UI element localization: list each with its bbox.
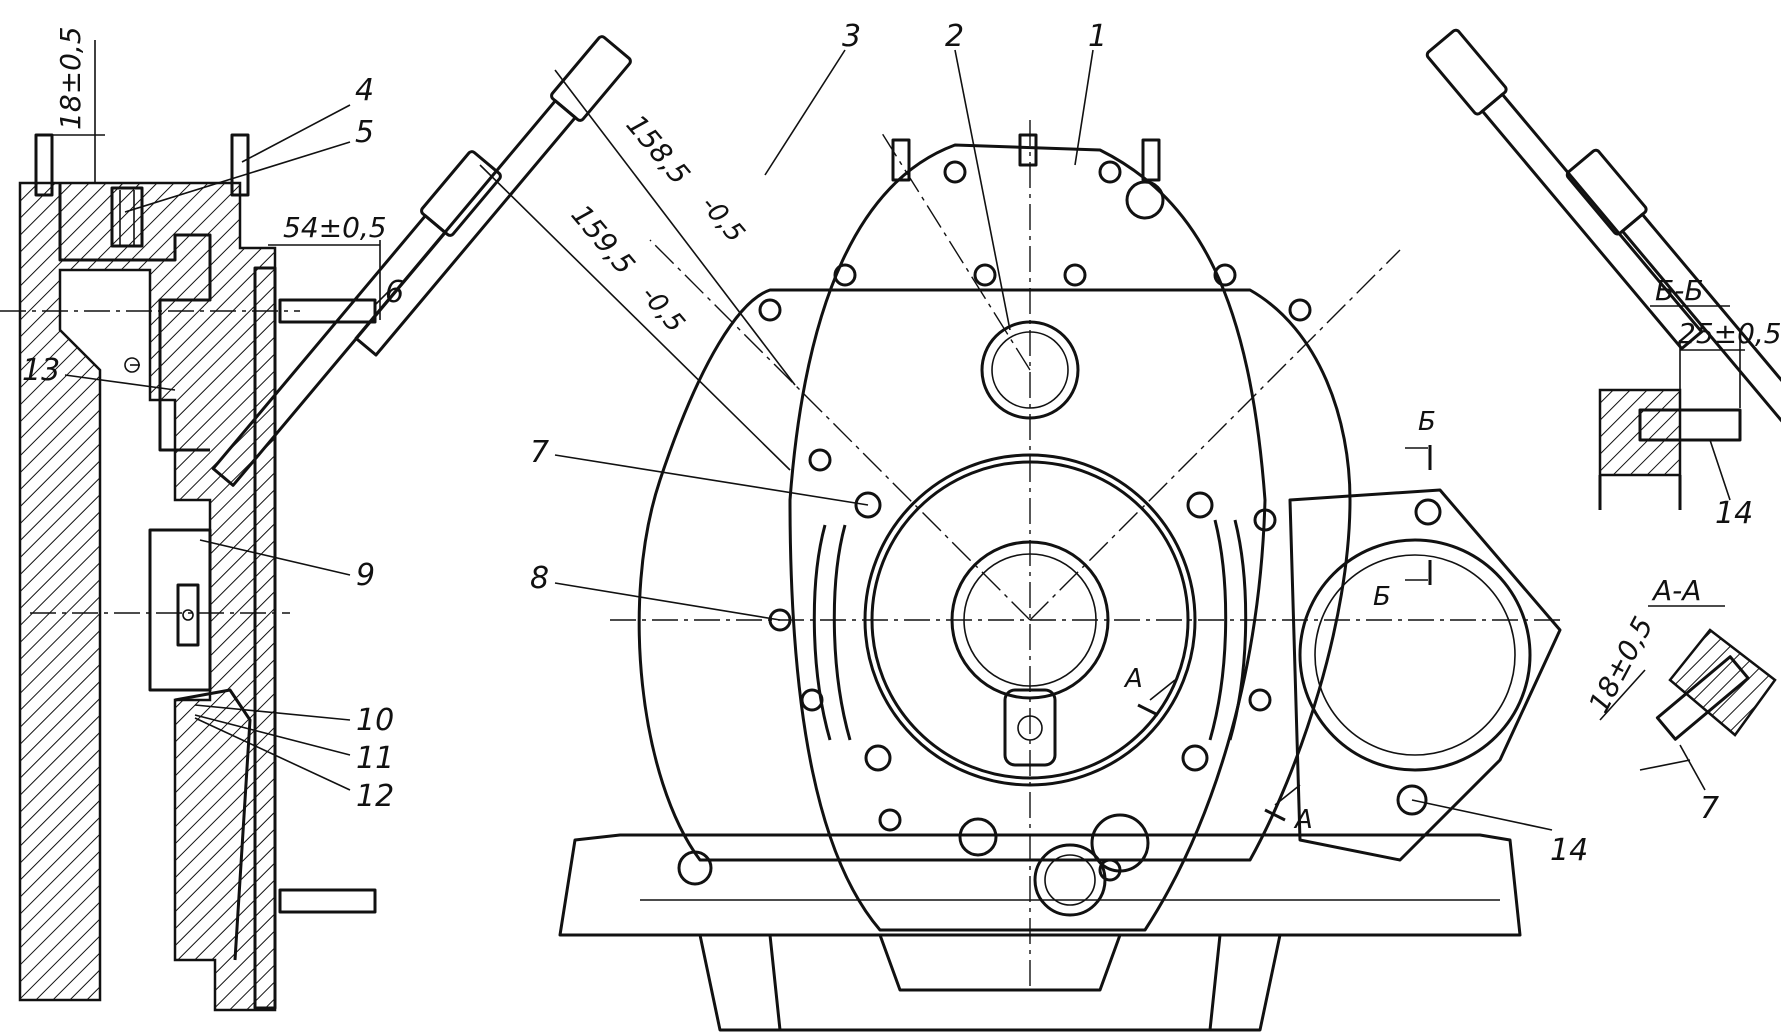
section-b-b: Б-Б 25±0,5 14 [1598,274,1781,531]
dim-18-aa: 18±0,5 [1582,611,1660,718]
cut-b-lower: Б [1373,582,1391,612]
dim-25: 25±0,5 [1678,317,1781,350]
section-b-b-title: Б-Б [1655,274,1704,307]
callout-4: 4 [355,73,374,108]
callout-5: 5 [355,115,374,150]
dim-159: 159,5 [565,198,642,281]
dim-158: 158,5 [620,108,697,191]
callout-14-front: 14 [1550,833,1588,868]
callout-3: 3 [842,19,861,54]
callout-7-aa: 7 [1700,791,1719,826]
front-view-callouts: 1 2 3 7 8 14 Б Б А А [530,19,1588,868]
front-view [558,120,1562,1032]
callout-10: 10 [356,703,394,738]
callout-12: 12 [356,779,394,814]
dim-159-tol: -0,5 [635,280,691,338]
callout-8: 8 [530,561,549,596]
bolt-holes [677,160,1312,886]
section-a-a: А-А 18±0,5 7 [1582,574,1777,826]
callout-11: 11 [356,741,394,776]
cut-a-upper: А [1123,664,1143,694]
section-a-a-title: А-А [1651,574,1701,607]
dim-158-tol: -0,5 [695,190,751,248]
stud-dimensions: 158,5 -0,5 159,5 -0,5 [479,69,796,471]
cut-b-upper: Б [1418,407,1436,437]
callout-14-bb: 14 [1715,496,1753,531]
callout-7-front: 7 [530,435,549,470]
callout-13: 13 [22,353,60,388]
side-section-view: 18±0,5 54±0,5 4 5 6 13 9 10 11 12 [0,26,404,1012]
long-studs [211,28,1781,487]
callout-1: 1 [1088,19,1107,54]
dim-54: 54±0,5 [283,211,387,244]
dim-18-top: 18±0,5 [54,26,87,130]
callout-2: 2 [945,19,964,54]
callout-9: 9 [356,558,375,593]
cut-a-lower: А [1293,805,1313,835]
